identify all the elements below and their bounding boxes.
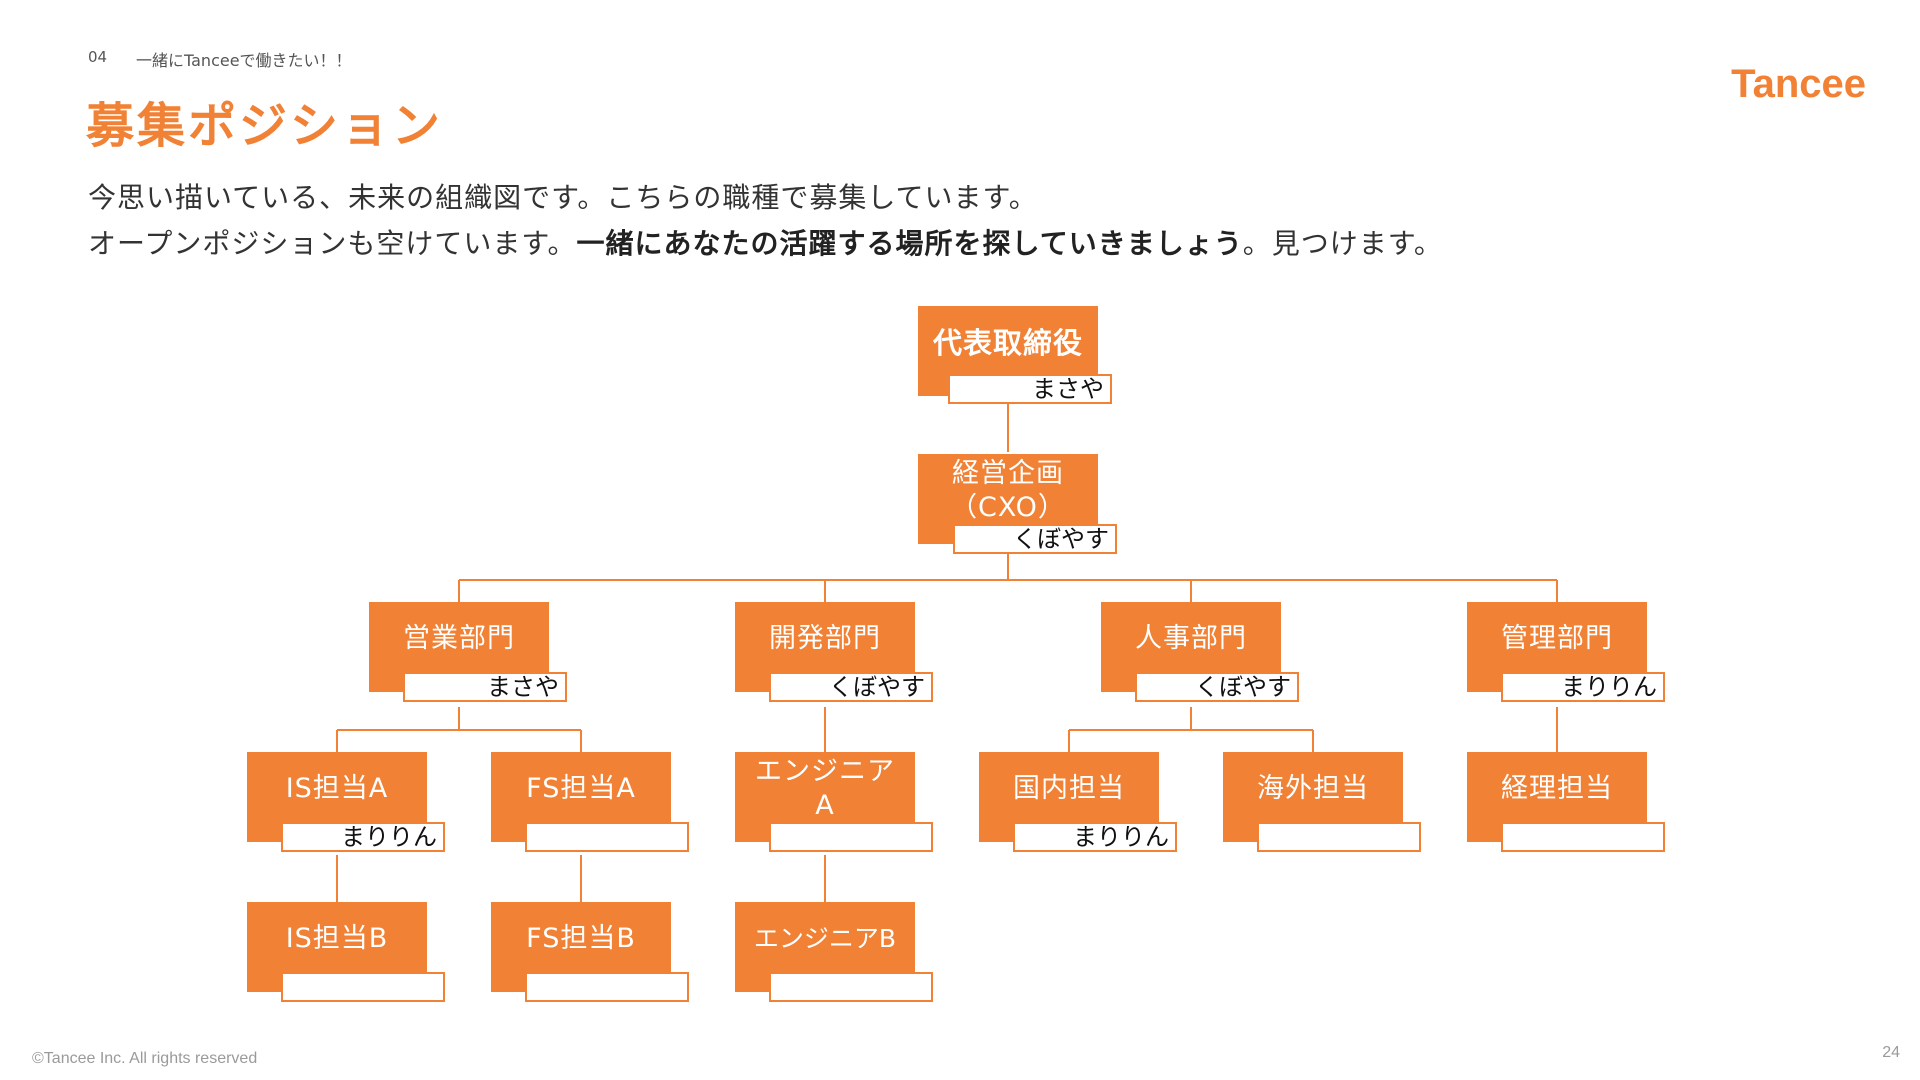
page-title: 募集ポジション	[86, 98, 444, 154]
org-node-person-tag	[281, 972, 445, 1002]
org-node-person-tag: まりりん	[1013, 822, 1177, 852]
org-node-title: 管理部門	[1501, 623, 1613, 655]
org-node-person-tag	[769, 822, 933, 852]
org-node-person-tag	[525, 822, 689, 852]
org-node-person-tag: くぼやす	[1135, 672, 1299, 702]
description-line-1: 今思い描いている、未来の組織図です。こちらの職種で募集しています。	[88, 181, 1038, 214]
org-node-title-line-1: 経営企画	[952, 458, 1064, 490]
org-node-person-tag: くぼやす	[769, 672, 933, 702]
org-node-person-tag: くぼやす	[953, 524, 1117, 554]
org-node-person-tag: まりりん	[281, 822, 445, 852]
org-node-person-tag	[1257, 822, 1421, 852]
description-line-2: オープンポジションも空けています。一緒にあなたの活躍する場所を探していきましょう…	[88, 222, 1443, 262]
org-node-person-tag: まさや	[948, 374, 1112, 404]
org-node-title: 開発部門	[769, 623, 881, 655]
org-node-title: FS担当A	[526, 773, 636, 805]
description-line-2-bold: 一緒にあなたの活躍する場所を探していきましょう	[576, 227, 1243, 260]
copyright: ©Tancee Inc. All rights reserved	[32, 1050, 258, 1067]
org-node-person-tag	[1501, 822, 1665, 852]
org-node-title: FS担当B	[526, 923, 636, 955]
org-node-title-line-2: （CXO）	[950, 492, 1066, 523]
page-number: 24	[1882, 1044, 1900, 1061]
org-node-person-tag: まさや	[403, 672, 567, 702]
org-node-title: IS担当B	[285, 923, 389, 955]
org-node-title-line-1: エンジニア	[755, 756, 895, 788]
description-line-2-normal: オープンポジションも空けています。	[88, 227, 577, 260]
org-node-title: 経理担当	[1501, 773, 1613, 805]
org-node-title: エンジニアB	[753, 924, 897, 954]
description-line-2-end: 。見つけます。	[1242, 227, 1443, 260]
org-node-title: IS担当A	[285, 773, 389, 805]
org-node-title: 営業部門	[403, 623, 515, 655]
org-node-title: 海外担当	[1257, 773, 1369, 805]
org-node-person-tag	[525, 972, 689, 1002]
org-node-person-tag: まりりん	[1501, 672, 1665, 702]
section-number: 04	[88, 48, 108, 66]
section-title: 一緒にTanceeで働きたい！！	[136, 51, 352, 70]
org-node-title: 国内担当	[1013, 773, 1125, 805]
org-node-title-line-2: A	[815, 790, 835, 821]
org-node-title: 人事部門	[1135, 623, 1247, 655]
brand-logo: Tancee	[1731, 62, 1866, 106]
org-node-title: 経営企画（CXO）	[950, 457, 1066, 525]
org-node-title: 代表取締役	[932, 325, 1083, 360]
org-node-person-tag	[769, 972, 933, 1002]
